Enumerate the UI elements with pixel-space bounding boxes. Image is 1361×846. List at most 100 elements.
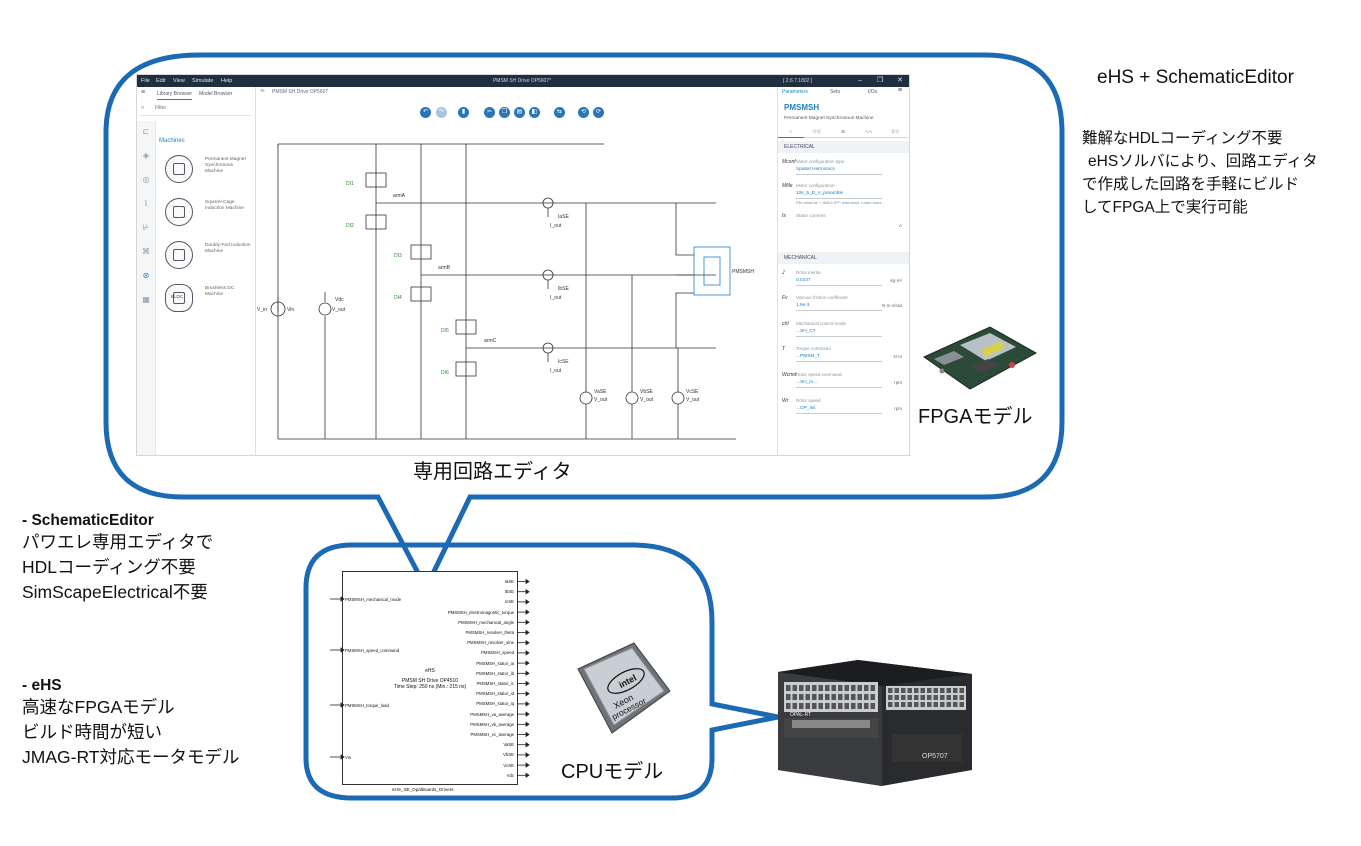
bullet-ehs: - eHS 高速なFPGAモデル ビルド時間が短い JMAG-RT対応モータモデ… [22,677,240,767]
switch-label: DI6 [441,370,449,376]
minimize-icon[interactable]: – [858,77,862,84]
subtab-electrical[interactable]: ⓔⓚ [804,127,830,138]
rotate-left-icon[interactable]: ⟲ [578,107,589,118]
panel-menu-icon[interactable]: ≡ [898,87,903,94]
arm-label: armC [484,338,497,344]
subtab-board[interactable]: ⓑⓐ [882,127,908,138]
copy-icon[interactable]: ❐ [499,107,510,118]
output-arrow-head [525,599,530,605]
close-icon[interactable]: ✕ [897,77,903,84]
rack-port [914,702,919,707]
vout-label: V_out [686,397,700,403]
menu-edit[interactable]: Edit [156,78,166,84]
schematic-canvas[interactable]: ⌯ PMSM SH Drive OP5607 ↶ ↷ ▮ ✂ ❐ ▤ ◧ ⇆ ⟲… [256,87,776,455]
rack-port [812,703,817,709]
rack-port [825,685,830,691]
output-arrow-head [525,609,530,615]
undo-icon[interactable]: ↶ [420,107,431,118]
rack-port [933,702,938,707]
window-title: PMSM SH Drive OP5607* [492,78,552,84]
rack-port [812,694,817,700]
rack-port [864,703,869,709]
output-arrow-head [525,619,530,626]
block-output: PMSMSH_resolver_sine [467,640,514,646]
menu-help[interactable]: Help [221,78,233,84]
switch-label: DI5 [441,328,449,334]
vdc-label: Vdc [335,297,344,303]
section-mechanical[interactable]: MECHANICAL [778,252,909,264]
menu-bar: File Edit View Simulate Help PMSM SH Dri… [137,75,909,87]
menu-simulate[interactable]: Simulate [192,78,214,84]
canvas-tab[interactable]: PMSM SH Drive OP5607 [272,89,329,95]
redo-icon[interactable]: ↷ [436,107,447,118]
cut-icon[interactable]: ✂ [484,107,495,118]
category-converter-icon[interactable]: ⌘ [142,247,150,256]
rack-port [792,685,797,691]
output-arrow-head [525,639,530,646]
block-input: Vin [345,755,352,760]
library-item-dfim[interactable]: Doubly-Fed Induction Machine [159,237,253,273]
current-label: IbSE [558,286,570,292]
subtab-table[interactable]: ⊞ [830,127,856,138]
menu-view[interactable]: View [173,78,185,84]
category-passive-icon[interactable]: ⌇ [144,199,148,208]
voltage-label: VcSE [686,389,699,395]
duplicate-icon[interactable]: ◧ [529,107,540,118]
current-label: IaSE [558,214,570,220]
library-item-scim[interactable]: Squirrel-Cage Induction Machine [159,194,253,230]
rack-port [857,703,862,709]
rack-port [857,694,862,700]
ehs-block[interactable]: PMSMSH_mechanical_mode PMSMSH_speed_comm… [342,571,518,785]
bullet-schematic-editor: - SchematicEditor パワエレ専用エディタで HDLコーディング不… [22,512,214,602]
rack-port [838,703,843,709]
tab-ios[interactable]: I/Os [868,89,878,95]
block-output: VcSE [503,762,514,768]
library-item-pmsm[interactable]: Permanent Magnet Synchronous Machine [159,151,253,187]
maximize-icon[interactable]: ❐ [876,77,884,84]
category-title: Machines [159,138,185,144]
subtab-general[interactable]: ☆ [778,127,804,138]
block-output: PMSMSH_vb_average [470,721,514,727]
rack-port [818,694,823,700]
subtab-signals[interactable]: ∿∿ [856,127,882,138]
tab-library-browser[interactable]: Library Browser [157,89,193,100]
voltage-label: VaSE [594,389,607,395]
tab-model-browser[interactable]: Model Browser [199,91,233,97]
category-switch-icon[interactable]: ⊬ [142,223,150,232]
category-image-icon[interactable]: ▦ [142,295,150,304]
align-icon[interactable]: ⇆ [554,107,565,118]
rotate-right-icon[interactable]: ⟳ [593,107,604,118]
output-arrow-head [525,629,530,636]
filter-input[interactable] [155,104,245,112]
tab-sets[interactable]: Sets [830,89,841,95]
category-machines-icon[interactable]: ⊛ [142,271,150,280]
tab-parameters[interactable]: Parameters [782,89,808,95]
section-electrical[interactable]: ELECTRICAL [778,141,909,153]
rack-port [799,703,804,709]
output-arrow-head [525,701,530,707]
output-arrow-head [525,578,530,585]
hamburger-icon[interactable]: ≡ [141,89,146,96]
paste-icon[interactable]: ▤ [514,107,525,118]
fpga-caption: FPGAモデル [918,406,1033,428]
rack-port [946,695,951,700]
rack-port [838,694,843,700]
category-measure-icon[interactable]: ◎ [142,175,150,184]
parameters-panel: Parameters Sets I/Os ≡ PMSMSH Permanent … [777,87,909,455]
category-core-icon[interactable]: ⊏ [142,127,150,136]
rack-port [825,694,830,700]
filter-bar: ⌕ [139,103,251,116]
block-output: PMSMSH_va_average [470,711,514,717]
rack-port [920,702,925,707]
rack-port [927,688,932,693]
rack-port [870,703,875,709]
delete-icon[interactable]: ▮ [458,107,469,118]
output-arrow-head [525,721,530,728]
library-item-bldc[interactable]: BLDC Brushless DC Machine [159,280,253,316]
category-sources-icon[interactable]: ◈ [142,151,150,160]
rack-port [959,702,964,707]
block-input: PMSMSH_mechanical_mode [345,597,402,602]
switch-label: DI4 [394,295,402,301]
cpu-caption: CPUモデル [561,761,664,783]
menu-file[interactable]: File [141,78,150,84]
